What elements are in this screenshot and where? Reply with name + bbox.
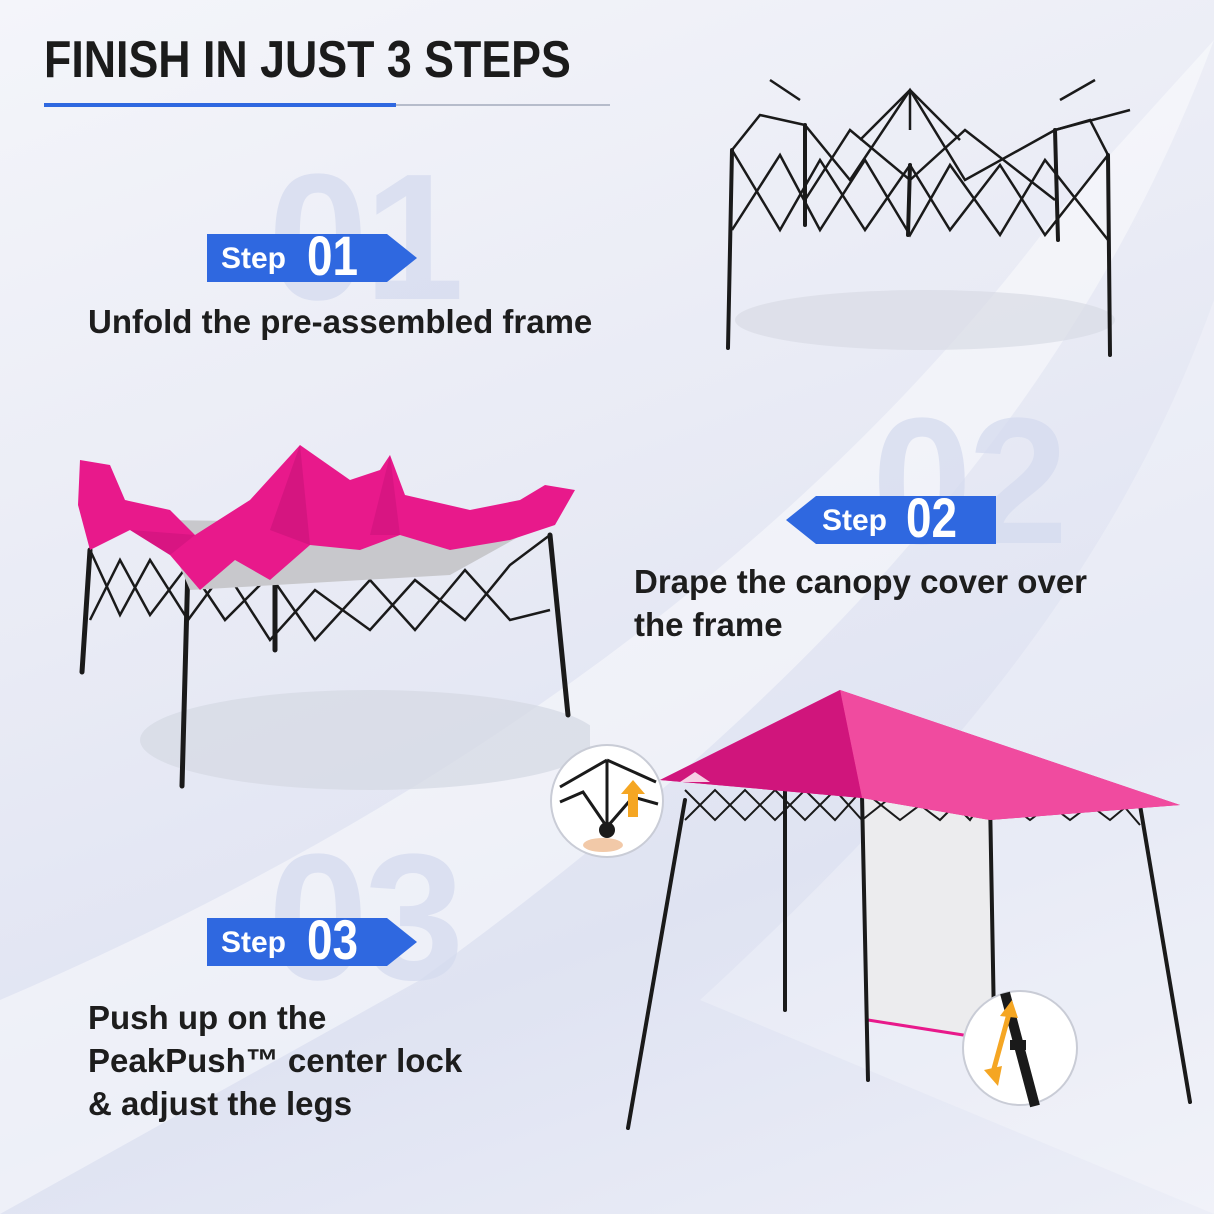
finished-canopy-illustration — [626, 690, 1192, 1130]
step-02-number: 02 — [906, 486, 958, 549]
step-03-description-line-1: Push up on the — [88, 999, 327, 1036]
step-03-description-line-3: & adjust the legs — [88, 1085, 353, 1122]
page-title: FINISH IN JUST 3 STEPS — [44, 31, 571, 89]
center-lock-detail — [550, 744, 664, 858]
step-02-description: Drape the canopy cover over the frame — [634, 560, 1087, 646]
step-03-description: Push up on the PeakPush™ center lock & a… — [88, 996, 462, 1125]
step-03-number: 03 — [307, 908, 359, 971]
title-underline-accent — [44, 103, 396, 107]
step-01-label: Step — [221, 242, 287, 275]
step-01-badge: Step 01 — [207, 228, 419, 288]
frame-illustration — [726, 78, 1131, 357]
step-03-description-line-2: PeakPush™ center lock — [88, 1042, 463, 1079]
step-02-label: Step — [822, 504, 888, 537]
ghost-number-03: 03 — [268, 817, 464, 1018]
step-01-description: Unfold the pre-assembled frame — [88, 303, 593, 340]
draped-canopy-illustration — [78, 445, 590, 790]
title-underline — [396, 104, 610, 106]
step-02-description-line-1: Drape the canopy cover over — [634, 563, 1088, 600]
step-01-number: 01 — [307, 224, 359, 287]
step-03-label: Step — [221, 926, 287, 959]
step-02-badge: Step 02 — [786, 490, 996, 550]
leg-adjust-detail — [962, 990, 1078, 1108]
step-02-description-line-2: the frame — [634, 606, 783, 643]
step-03-badge: Step 03 — [207, 912, 419, 972]
